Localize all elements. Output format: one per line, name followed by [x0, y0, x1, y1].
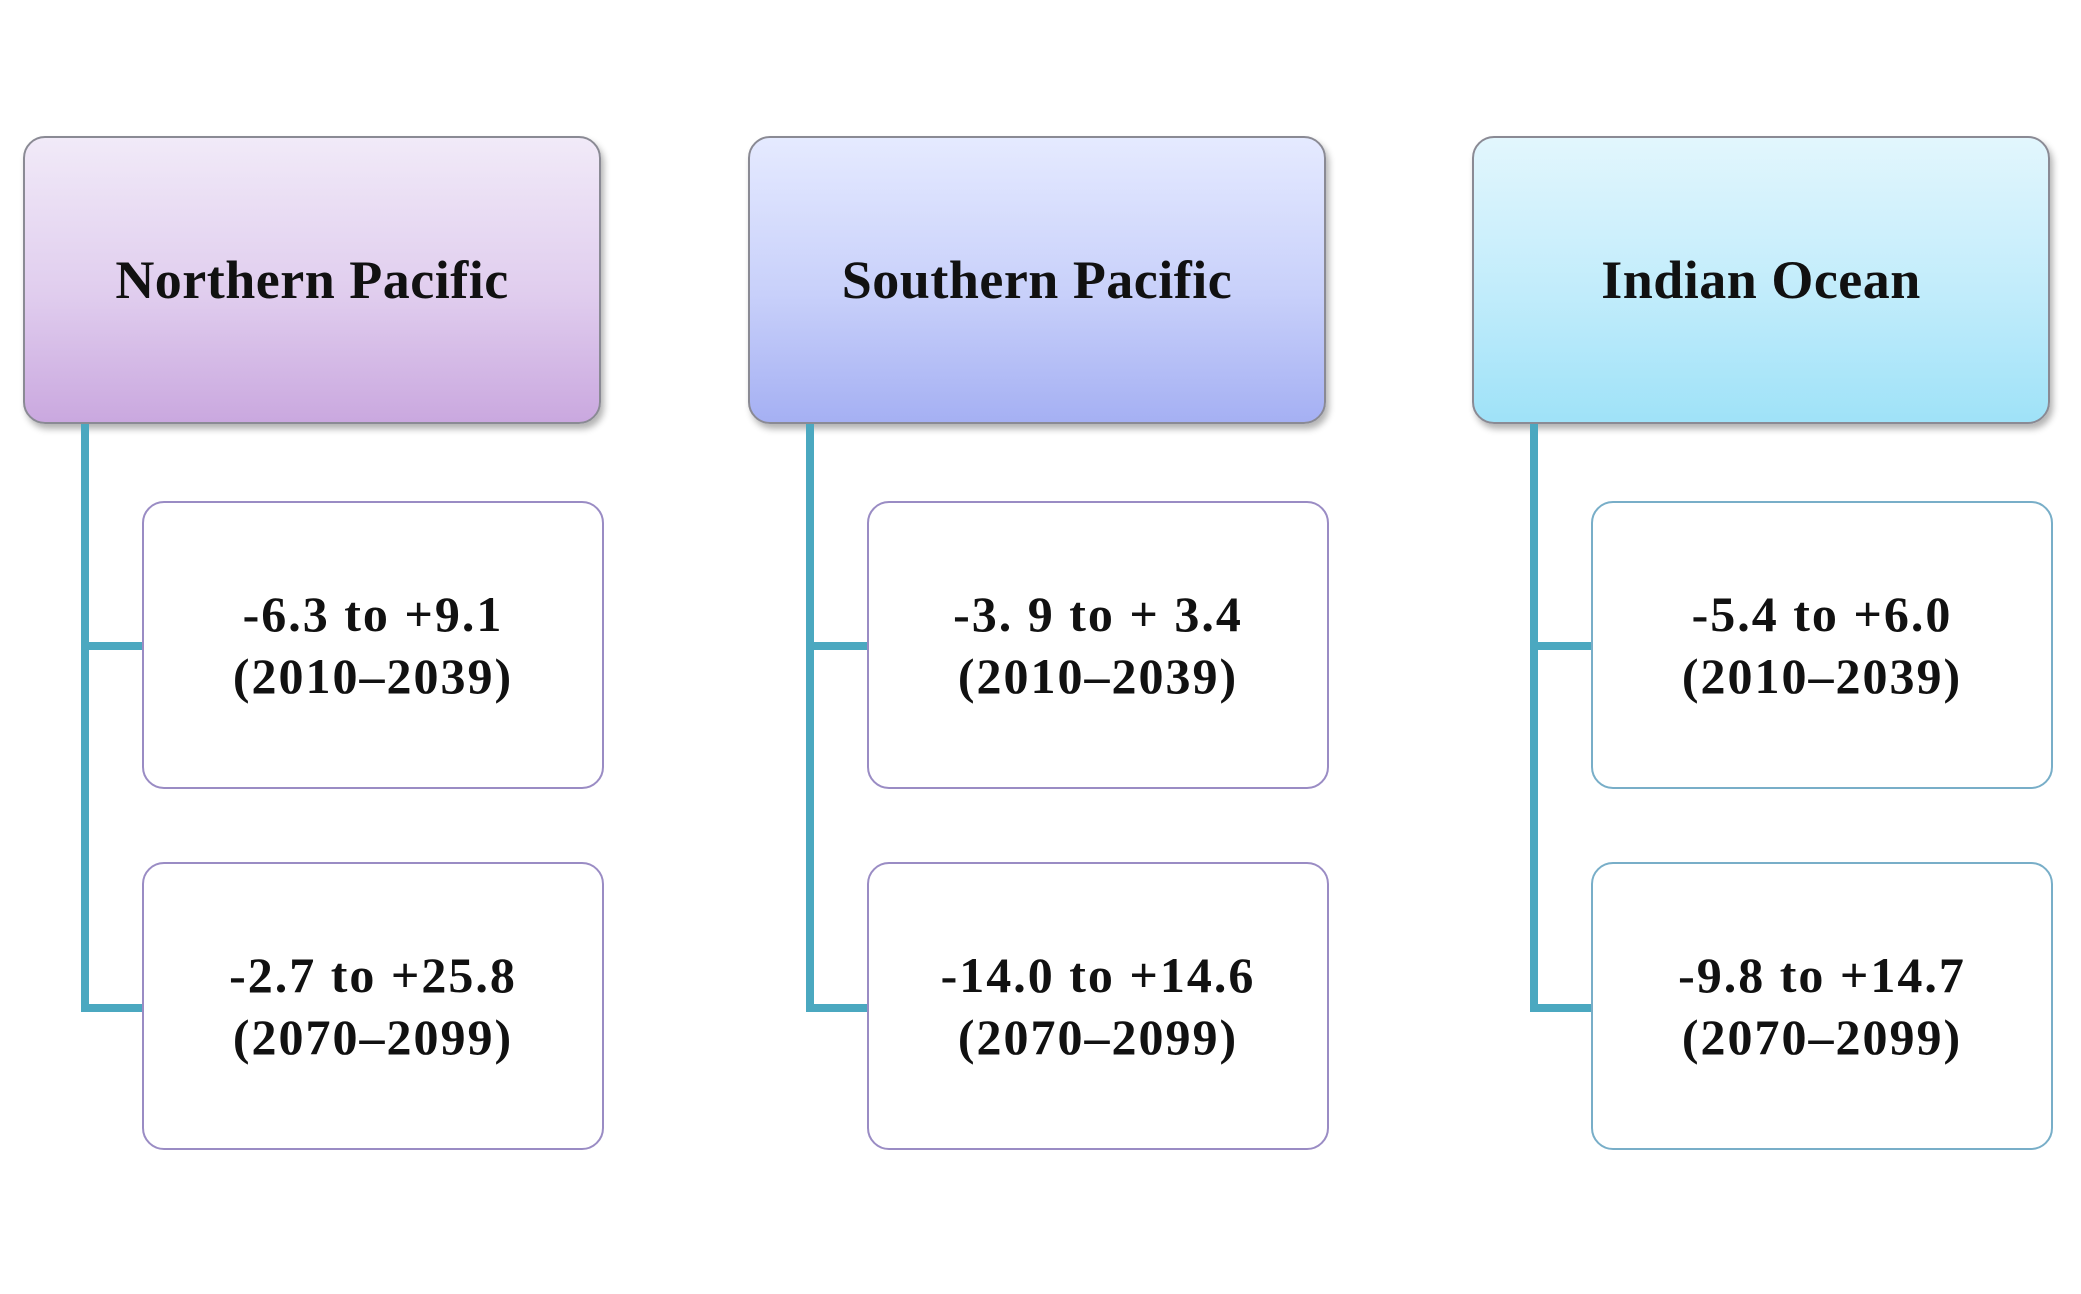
- header-label: Northern Pacific: [115, 250, 509, 310]
- value-period: (2070–2099): [1681, 1009, 1963, 1065]
- header-label: Indian Ocean: [1601, 250, 1921, 310]
- connector-horizontal: [1530, 1004, 1592, 1012]
- value-range: -9.8 to +14.7: [1678, 947, 1966, 1003]
- value-range: -3. 9 to + 3.4: [953, 586, 1243, 642]
- value-period: (2070–2099): [232, 1009, 514, 1065]
- value-box-2010-2039: -6.3 to +9.1 (2010–2039): [142, 501, 604, 789]
- value-box-2070-2099: -2.7 to +25.8 (2070–2099): [142, 862, 604, 1150]
- value-range: -2.7 to +25.8: [229, 947, 517, 1003]
- connector-horizontal: [1530, 642, 1592, 650]
- header-box-northern-pacific: Northern Pacific: [23, 136, 601, 424]
- value-range: -6.3 to +9.1: [242, 586, 504, 642]
- value-box-2010-2039: -3. 9 to + 3.4 (2010–2039): [867, 501, 1329, 789]
- connector-vertical: [81, 424, 89, 1012]
- value-period: (2010–2039): [232, 648, 514, 704]
- column-indian-ocean: Indian Ocean -5.4 to +6.0 (2010–2039) -9…: [1469, 0, 2081, 1294]
- header-box-southern-pacific: Southern Pacific: [748, 136, 1326, 424]
- value-period: (2010–2039): [957, 648, 1239, 704]
- connector-horizontal: [806, 642, 868, 650]
- value-box-2070-2099: -14.0 to +14.6 (2070–2099): [867, 862, 1329, 1150]
- column-northern-pacific: Northern Pacific -6.3 to +9.1 (2010–2039…: [20, 0, 720, 1294]
- value-box-2070-2099: -9.8 to +14.7 (2070–2099): [1591, 862, 2053, 1150]
- value-range: -14.0 to +14.6: [940, 947, 1256, 1003]
- connector-horizontal: [81, 642, 143, 650]
- value-box-2010-2039: -5.4 to +6.0 (2010–2039): [1591, 501, 2053, 789]
- header-label: Southern Pacific: [841, 250, 1233, 310]
- value-period: (2070–2099): [957, 1009, 1239, 1065]
- header-box-indian-ocean: Indian Ocean: [1472, 136, 2050, 424]
- column-southern-pacific: Southern Pacific -3. 9 to + 3.4 (2010–20…: [745, 0, 1445, 1294]
- connector-horizontal: [81, 1004, 143, 1012]
- connector-vertical: [806, 424, 814, 1012]
- connector-horizontal: [806, 1004, 868, 1012]
- value-period: (2010–2039): [1681, 648, 1963, 704]
- connector-vertical: [1530, 424, 1538, 1012]
- value-range: -5.4 to +6.0: [1691, 586, 1953, 642]
